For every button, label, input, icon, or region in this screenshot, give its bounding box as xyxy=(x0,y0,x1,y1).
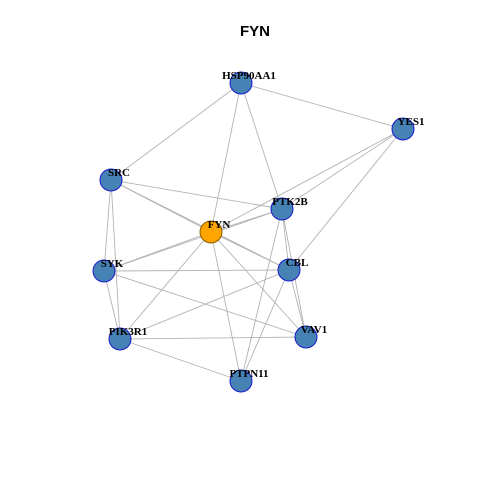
edge-yes1-fyn xyxy=(210,128,404,233)
node-label-ptpn11: PTPN11 xyxy=(229,368,268,380)
edge-src-cbl xyxy=(110,179,290,271)
edge-cbl-vav1 xyxy=(288,269,307,338)
node-label-src: SRC xyxy=(108,167,130,179)
node-yes1[interactable] xyxy=(391,117,415,141)
edge-fyn-ptpn11 xyxy=(210,231,242,382)
edge-pik3r1-vav1 xyxy=(119,336,307,340)
edge-yes1-cbl xyxy=(288,128,404,271)
node-label-pik3r1: PIK3R1 xyxy=(109,326,148,338)
node-hsp90aa1[interactable] xyxy=(229,71,253,95)
edge-pik3r1-ptpn11 xyxy=(119,338,242,382)
edge-ptk2b-syk xyxy=(103,208,283,272)
nodes-layer xyxy=(92,71,415,393)
edge-ptk2b-ptpn11 xyxy=(240,208,283,382)
edge-fyn-pik3r1 xyxy=(119,231,212,340)
edge-syk-pik3r1 xyxy=(103,270,121,340)
edge-hsp90aa1-fyn xyxy=(210,82,242,233)
edge-src-ptk2b xyxy=(110,179,283,210)
node-label-ptk2b: PTK2B xyxy=(272,196,308,208)
edge-fyn-vav1 xyxy=(210,231,307,338)
node-ptk2b[interactable] xyxy=(270,197,294,221)
edge-syk-cbl xyxy=(103,269,290,272)
edge-hsp90aa1-yes1 xyxy=(240,82,404,130)
node-label-hsp90aa1: HSP90AA1 xyxy=(222,70,276,82)
edge-cbl-pik3r1 xyxy=(119,269,290,340)
node-ptpn11[interactable] xyxy=(229,369,253,393)
node-label-cbl: CBL xyxy=(286,257,309,269)
node-src[interactable] xyxy=(99,168,123,192)
edge-fyn-cbl xyxy=(210,231,290,271)
edge-cbl-ptpn11 xyxy=(240,269,290,382)
node-label-fyn: FYN xyxy=(208,219,231,231)
node-pik3r1[interactable] xyxy=(108,327,132,351)
node-label-vav1: VAV1 xyxy=(301,324,328,336)
edge-src-syk xyxy=(103,179,112,272)
edge-hsp90aa1-src xyxy=(110,82,242,181)
graph-title: FYN xyxy=(240,23,270,40)
node-label-syk: SYK xyxy=(101,258,124,270)
node-vav1[interactable] xyxy=(294,325,318,349)
node-fyn[interactable] xyxy=(199,220,223,244)
node-label-yes1: YES1 xyxy=(398,116,425,128)
edge-src-pik3r1 xyxy=(110,179,121,340)
edge-yes1-ptk2b xyxy=(281,128,404,210)
node-syk[interactable] xyxy=(92,259,116,283)
node-cbl[interactable] xyxy=(277,258,301,282)
edge-hsp90aa1-ptk2b xyxy=(240,82,283,210)
